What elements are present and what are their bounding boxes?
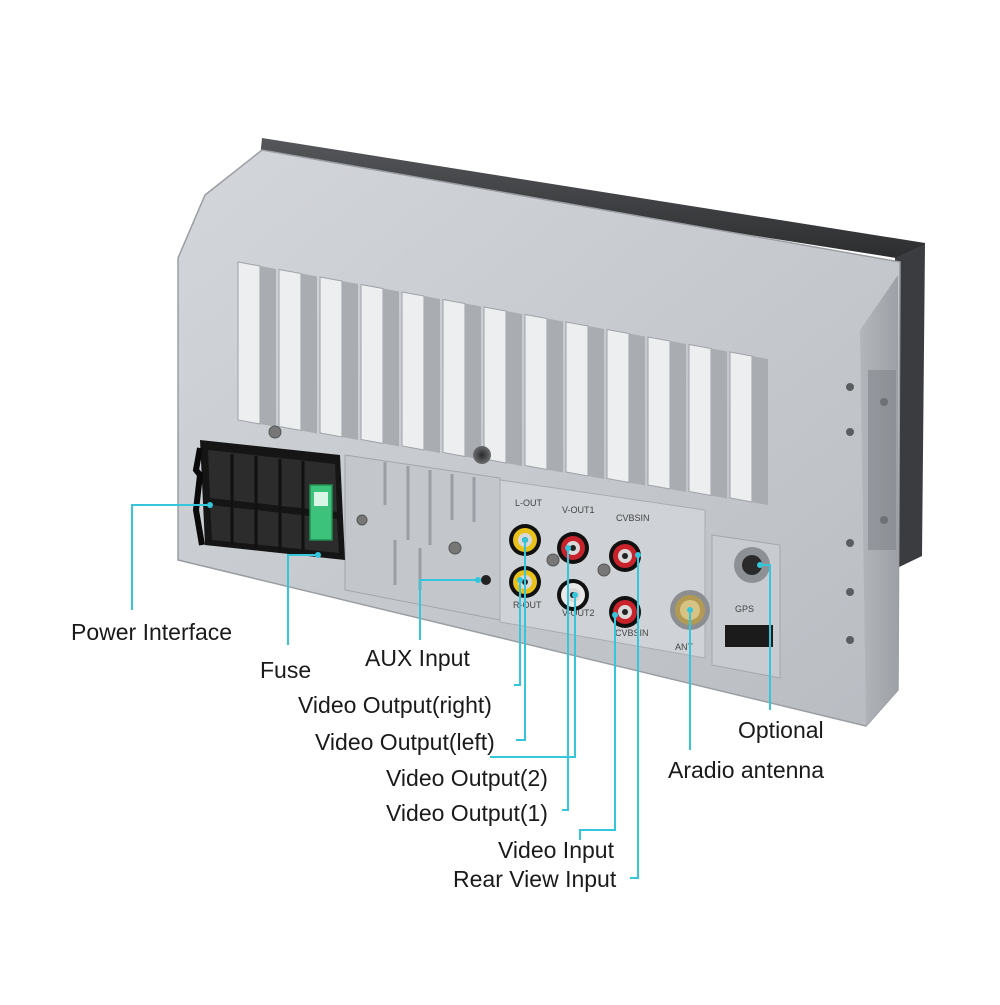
label-v-out1: V-OUT1 [562,505,595,515]
callout-optional: Optional [738,717,824,743]
leader-video-output-2 [490,595,576,758]
cooling-fin-shadow [342,281,358,440]
cooling-fin-shadow [424,296,440,453]
cooling-fin [647,336,671,490]
power-connector [192,440,345,560]
cooling-fin [483,306,507,464]
front-frame-side [893,244,925,570]
cooling-fin [401,291,425,451]
callout-rear-view-input: Rear View Input [453,866,617,892]
leader-dot [687,607,693,613]
cooling-fin [606,328,630,484]
label-ant: ANT [675,642,694,652]
callout-power-interface: Power Interface [71,619,233,645]
cooling-fin-shadow [383,288,399,447]
leader-video-output-1 [562,548,569,811]
leader-fuse [287,554,318,645]
leader-dot [475,577,481,583]
label-gps: GPS [735,604,754,614]
leader-video-output-right [514,580,521,686]
screw [268,425,282,439]
cooling-fin-shadow [260,266,276,427]
leader-dot [517,577,523,583]
cooling-fin-shadow [465,303,481,460]
cooling-fin [524,313,548,471]
callout-aradio-antenna: Aradio antenna [668,757,825,783]
cooling-fin-shadow [752,356,768,505]
leader-rear-view-input [630,555,639,879]
screw [356,514,368,526]
gps-plug [725,625,773,647]
cooling-fin-shadow [301,273,317,434]
cooling-fins [237,261,768,505]
screw [448,541,462,555]
leader-dot [757,562,763,568]
leader-dot [572,592,578,598]
callout-aux-input: AUX Input [365,645,470,671]
rca-v-out1 [557,532,589,564]
cooling-fin [237,261,261,425]
callout-video-output-right: Video Output(right) [298,692,492,718]
cooling-fin [688,343,712,497]
cooling-fin-shadow [506,311,522,466]
label-cvbsin: CVBSIN [616,513,650,523]
cooling-fin-shadow [711,348,727,499]
cooling-fin-shadow [547,318,563,473]
leader-lines [131,504,771,879]
cooling-fin [360,283,384,445]
fuse [309,484,333,541]
cooling-fin [565,321,589,477]
label-v-out2: V-OUT2 [562,608,595,618]
leader-dot [612,612,618,618]
leader-video-input [579,615,616,840]
cooling-fin [319,276,343,438]
screw [597,563,611,577]
cooling-fin-shadow [629,333,645,486]
leader-dot [635,552,641,558]
center-screw-hole [473,446,491,464]
rca-cvbsin [609,540,641,572]
leader-dot [207,502,213,508]
callout-fuse: Fuse [260,657,312,683]
leader-dot [522,537,528,543]
leader-aux-input [419,579,478,640]
callout-video-output-left: Video Output(left) [315,729,495,755]
leader-dot [565,545,571,551]
leader-optional [760,564,771,710]
callout-video-output-2: Video Output(2) [386,765,548,791]
label-r-out: R-OUT [513,600,542,610]
cooling-fin [729,351,753,503]
cooling-fin-shadow [670,341,686,492]
cooling-fin [442,298,466,458]
label-l-out: L-OUT [515,498,543,508]
leader-power-interface [131,504,210,610]
leader-dot [315,552,321,558]
cooling-fin-shadow [588,326,604,479]
label-cvbsin-2: CVBSIN [615,628,649,638]
screw [546,553,560,567]
rca-cvbsin-2 [609,596,641,628]
aux-jack [481,575,491,585]
side-bracket [868,370,896,550]
gps-port-center [742,555,762,575]
leader-video-output-left [516,540,526,741]
callout-video-input: Video Input [498,837,614,863]
callout-video-output-1: Video Output(1) [386,800,548,826]
cooling-fin [278,268,302,432]
front-frame-top [260,138,925,262]
leader-dots [207,502,763,618]
